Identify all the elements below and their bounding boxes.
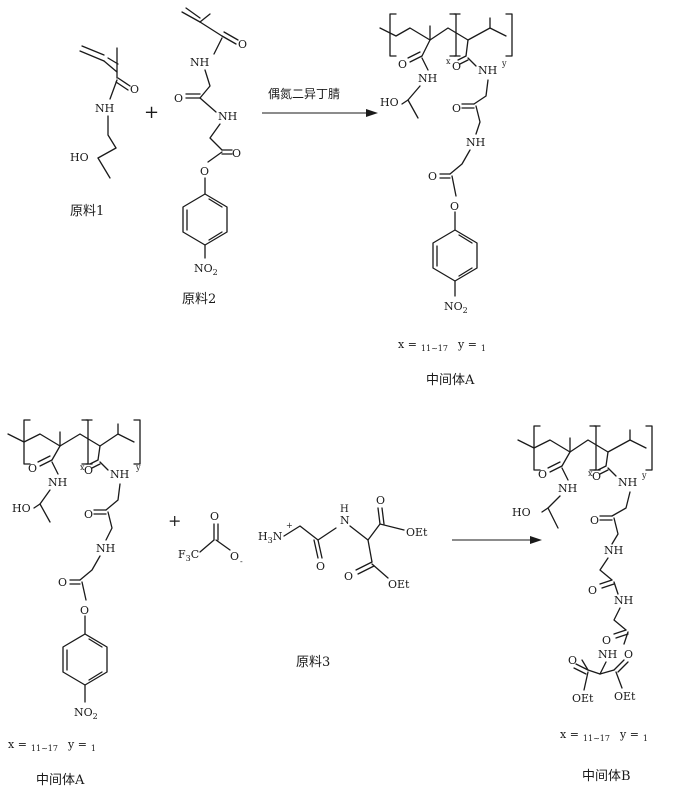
atom-NH: NH [218,110,237,123]
subscript-y: y [641,471,647,480]
atom-NH: NH [466,136,485,149]
caption-material-1: 原料1 [70,204,104,219]
atom-O: O [592,470,601,483]
atom-NH: NH [614,594,633,607]
charge-plus: + [286,521,293,530]
atom-O: O [428,170,437,183]
atom-O: O [230,550,239,563]
atom-O: O [588,584,597,597]
plus-sign: + [144,102,159,123]
intermediate-a-structure-top: O NH x O NH y HO O NH O O NO2 [379,13,513,315]
subscript-x: x [588,469,593,478]
caption-material-2: 原料2 [182,292,216,307]
atom-OEt-1: OEt [406,526,428,539]
atom-HO: HO [12,502,31,515]
atom-NH: NH [190,56,209,69]
atom-O: O [568,654,577,667]
atom-O: O [238,38,247,51]
atom-O: O [58,576,67,589]
atom-O: O [130,83,139,96]
raw-material-1-structure: O NH HO [70,45,139,179]
subscript-y: y [135,463,141,472]
subscript-x: x [446,57,451,66]
atom-O: O [200,165,209,178]
atom-NH: NH [96,542,115,555]
atom-OEt-2: OEt [614,690,636,703]
atom-O: O [624,648,633,661]
atom-HO: HO [70,151,89,164]
raw-material-2-structure: O NH O NH O O NO2 [174,7,247,277]
atom-HO: HO [380,96,399,109]
atom-O: O [174,92,183,105]
atom-NO2: NO2 [444,300,468,315]
atom-O: O [84,464,93,477]
arrowhead-1 [366,109,378,117]
atom-O: O [602,634,611,647]
atom-O: O [450,200,459,213]
atom-O: O [344,570,353,583]
atom-NO2: NO2 [194,262,218,277]
raw-material-3-structure: F3C O O - H3N + O N H O OEt O OEt [178,494,428,591]
atom-NH: NH [418,72,437,85]
atom-O: O [210,510,219,523]
atom-O: O [376,494,385,507]
atom-O: O [452,60,461,73]
subscript-x: x [80,463,85,472]
intermediate-b-structure: O NH x O NH y HO O NH O NH O NH O OEt [512,425,653,705]
atom-OEt-1: OEt [572,692,594,705]
atom-O: O [28,462,37,475]
atom-O: O [232,147,241,160]
atom-O: O [452,102,461,115]
atom-O: O [590,514,599,527]
atom-NH: NH [618,476,637,489]
atom-O: O [80,604,89,617]
caption-intermediate-a-top: 中间体A [426,373,475,388]
atom-NH: NH [95,102,114,115]
reagent-aibn: 偶氮二异丁腈 [268,86,340,101]
atom-O: O [398,58,407,71]
caption-intermediate-a-bottom: 中间体A [36,773,85,788]
caption-intermediate-b: 中间体B [582,769,631,784]
atom-F3C: F3C [178,548,199,563]
caption-material-3: 原料3 [296,655,330,670]
intermediate-a-structure-bottom: O NH x O NH y HO O NH O O NO2 [7,419,141,721]
atom-N: N [340,514,350,527]
atom-OEt-2: OEt [388,578,410,591]
subscript-y: y [501,59,507,68]
atom-NO2: NO2 [74,706,98,721]
atom-O: O [84,508,93,521]
atom-NH: NH [48,476,67,489]
arrowhead-2 [530,536,542,544]
atom-NH: NH [478,64,497,77]
atom-NH: NH [604,544,623,557]
atom-O: O [316,560,325,573]
atom-NH: NH [558,482,577,495]
atom-H: H [340,504,349,515]
atom-NH: NH [598,648,617,661]
atom-H3N: H3N [258,530,283,545]
atom-O: O [538,468,547,481]
atom-NH: NH [110,468,129,481]
atom-HO: HO [512,506,531,519]
charge-minus: - [240,557,243,566]
plus-sign-2: + [168,511,181,530]
